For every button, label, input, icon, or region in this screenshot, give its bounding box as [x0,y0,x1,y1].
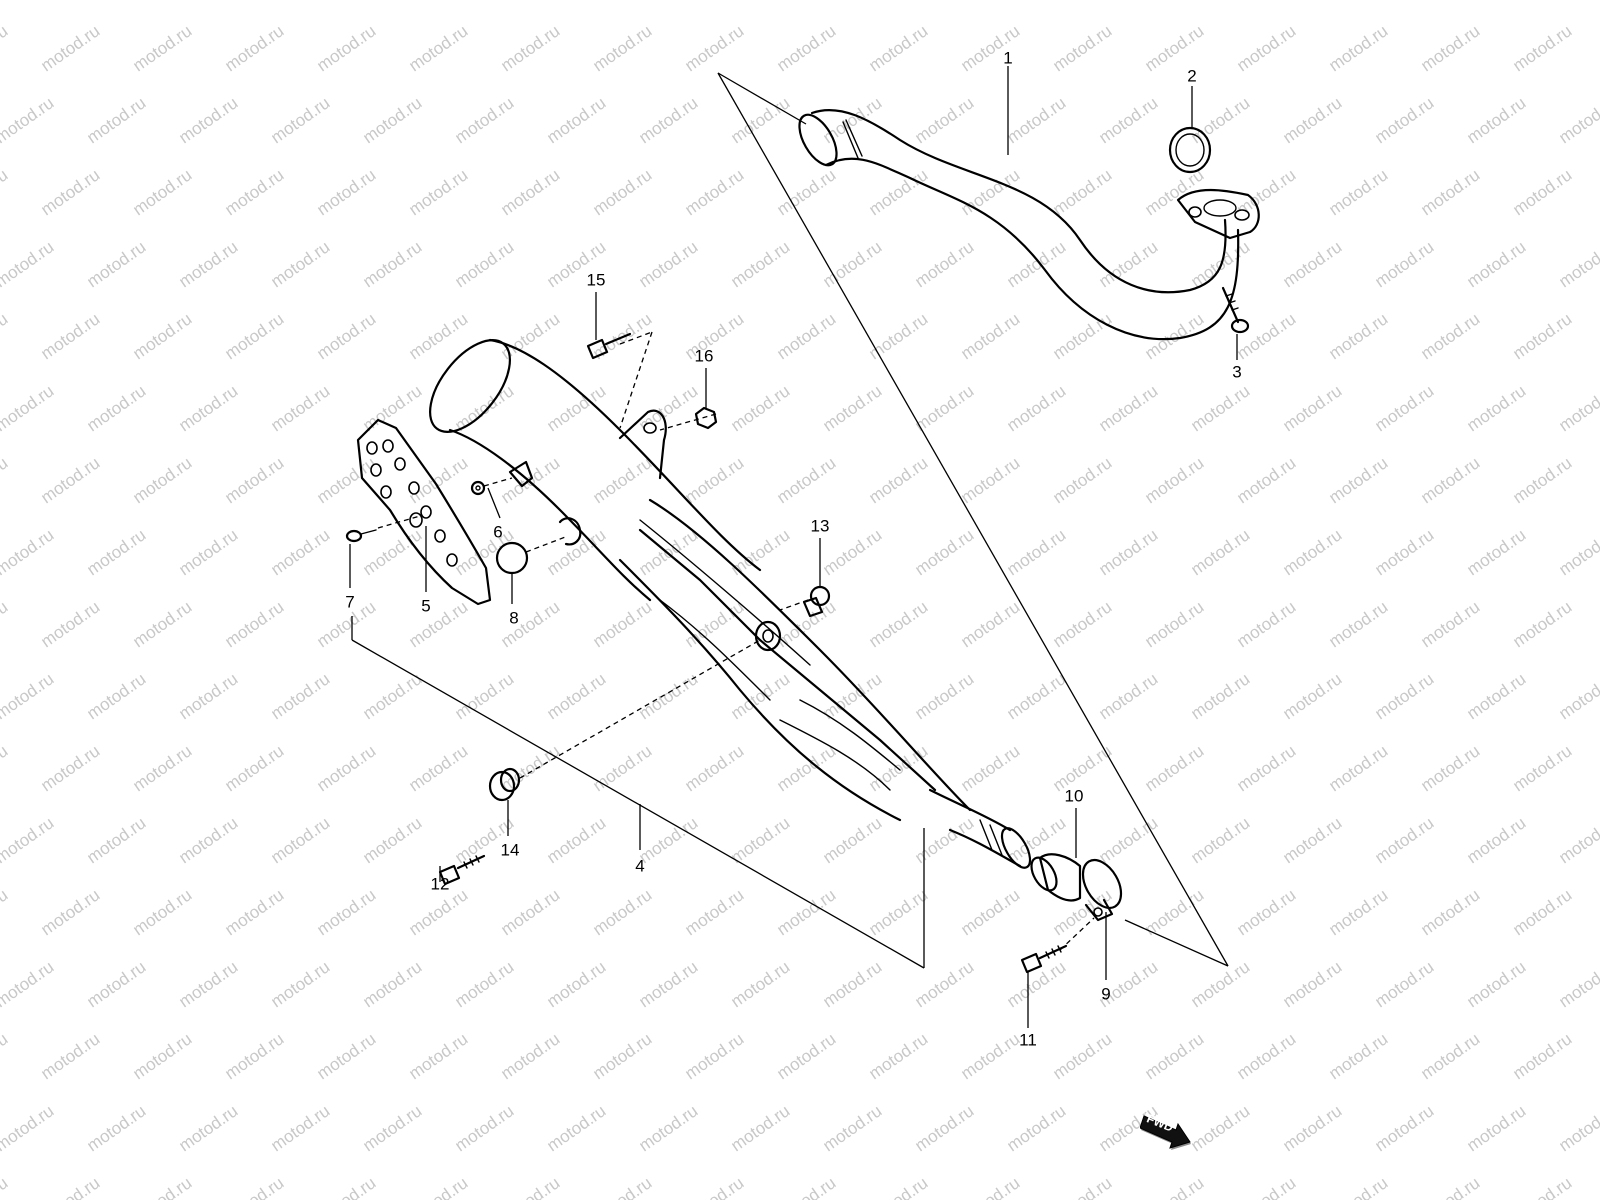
callout-10: 10 [1064,786,1084,806]
callout-12: 12 [430,874,450,894]
callout-13: 13 [810,516,830,536]
assembly-line-lower [1124,919,1229,967]
assembly-outline [351,72,1229,969]
assembly-line-top [717,72,807,125]
callout-9: 9 [1101,984,1111,1004]
clamp [1081,859,1123,922]
upper-bolt [586,332,632,360]
callout-1: 1 [1003,48,1013,68]
flange-bolt [1020,944,1068,974]
fwd-direction-badge: FWD [1139,1111,1192,1150]
callout-7: 7 [345,592,355,612]
callout-15: 15 [586,270,606,290]
muffler-bracket-line [351,639,925,969]
spacer [802,585,831,618]
washer [470,480,486,496]
nut [694,406,718,430]
mounting-bolt [438,854,486,886]
rubber-cap [495,541,529,575]
heat-shield-holes [366,439,458,567]
stud-bolt [1221,286,1250,334]
screw [345,529,377,543]
callout-11: 11 [1019,1030,1037,1050]
heat-shield-plate [356,418,492,606]
forward-arrow-icon [1139,1115,1191,1150]
callout-2: 2 [1187,66,1197,86]
callout-6: 6 [493,522,503,542]
callout-4: 4 [635,856,645,876]
callout-8: 8 [509,608,519,628]
callout-5: 5 [421,596,431,616]
callout-14: 14 [500,840,520,860]
callout-16: 16 [694,346,714,366]
leader-lines [349,66,1238,1028]
gasket-ring [1168,126,1212,174]
assembly-line-diagonal [717,72,1229,967]
connector-tube [1030,853,1082,902]
exhaust-pipe [798,108,1260,341]
rubber-bushing [488,767,521,802]
muffler [428,338,1032,869]
callout-3: 3 [1232,362,1242,382]
